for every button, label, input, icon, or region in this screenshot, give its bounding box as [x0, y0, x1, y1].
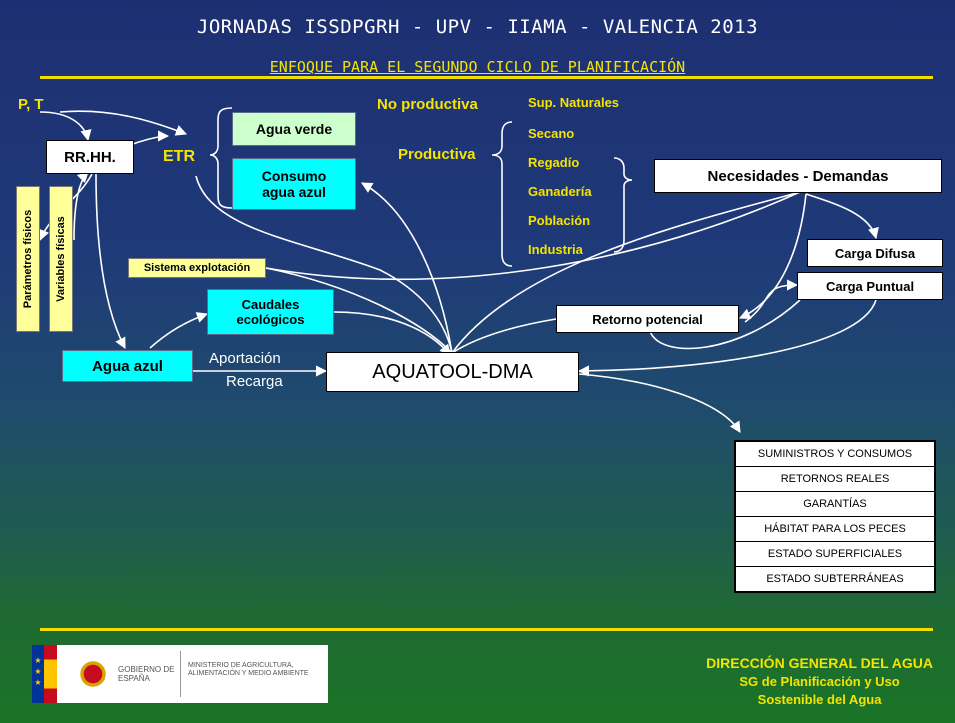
bottom-divider: [40, 628, 933, 631]
arrow-caudales-aquatool: [333, 311, 451, 356]
box-caudales-ecologicos: Caudales ecológicos: [207, 289, 334, 335]
box-agua-verde-label: Agua verde: [255, 121, 333, 137]
footer-line-2: SG de Planificación y Uso: [739, 674, 900, 689]
output-row: ESTADO SUPERFICIALES: [736, 542, 934, 567]
arrow-puntual-aquatool: [577, 299, 877, 377]
top-divider: [40, 76, 933, 79]
coat-of-arms-icon: [78, 657, 108, 691]
box-carga-difusa: Carga Difusa: [807, 239, 943, 267]
label-recarga: Recarga: [226, 373, 283, 390]
brace-productiva: [491, 121, 513, 267]
label-productiva: Productiva: [398, 146, 476, 163]
output-row: HÁBITAT PARA LOS PECES: [736, 517, 934, 542]
box-sistema-explotacion: Sistema explotación: [128, 258, 266, 278]
box-retorno-potencial: Retorno potencial: [556, 305, 739, 333]
output-row: RETORNOS REALES: [736, 467, 934, 492]
arrow-retorno-aquatool: [451, 318, 557, 354]
box-consumo-agua-azul: Consumo agua azul: [232, 158, 356, 210]
box-sistema-label: Sistema explotación: [143, 262, 251, 274]
output-row: GARANTÍAS: [736, 492, 934, 517]
eu-flag: ★★★: [32, 645, 44, 703]
logo-ministerio-text: MINISTERIO DE AGRICULTURA, ALIMENTACIÓN …: [188, 662, 309, 677]
label-pt: P, T: [18, 96, 44, 113]
box-consumo-label-1: Consumo: [261, 168, 327, 184]
arrow-demandas-aquatool: [451, 191, 801, 354]
box-retorno-label: Retorno potencial: [592, 311, 703, 327]
label-sup-naturales: Sup. Naturales: [528, 95, 620, 110]
spain-flag: [44, 645, 57, 703]
brace-uses: [613, 157, 633, 253]
label-etr: ETR: [163, 148, 195, 165]
arrow-pt-etr: [59, 110, 188, 136]
gobierno-logo: ★★★ GOBIERNO DE ESPAÑA MINISTERIO DE AGR…: [32, 645, 328, 703]
outputs-table: SUMINISTROS Y CONSUMOS RETORNOS REALES G…: [734, 440, 936, 593]
box-rrhh-label: RR.HH.: [64, 148, 116, 166]
box-agua-azul-label: Agua azul: [92, 357, 163, 375]
arrow-aquatool-outputs: [578, 373, 741, 433]
slide-subtitle: ENFOQUE PARA EL SEGUNDO CICLO DE PLANIFI…: [269, 58, 686, 76]
box-aquatool-dma: AQUATOOL-DMA: [326, 352, 579, 392]
arrow-retorno-loop: [649, 299, 801, 350]
label-no-productiva: No productiva: [377, 96, 478, 113]
brace-etr: [209, 107, 233, 209]
use-item-poblacion: Población: [528, 213, 591, 228]
box-necesidades-demandas: Necesidades - Demandas: [654, 159, 942, 193]
box-caudales-label-1: Caudales: [241, 297, 300, 312]
use-item-industria: Industria: [528, 242, 583, 257]
vertical-parametros-label: Parámetros físicos: [22, 209, 34, 309]
box-carga-difusa-label: Carga Difusa: [834, 245, 916, 261]
footer-line-1: DIRECCIÓN GENERAL DEL AGUA: [706, 655, 933, 671]
footer-line-3: Sostenible del Agua: [757, 692, 882, 707]
arrow-rrhh-agua-azul: [95, 173, 126, 349]
arrow-demandas-retorno: [738, 193, 807, 319]
output-row: SUMINISTROS Y CONSUMOS: [736, 442, 934, 467]
arrow-sistema-demandas: [265, 191, 801, 280]
use-item-regadio: Regadío: [528, 155, 580, 170]
logo-gobierno-text: GOBIERNO DE ESPAÑA: [118, 665, 175, 683]
arrow-etr-aquatool: [195, 175, 453, 354]
vertical-variables-label: Variables físicas: [55, 216, 67, 302]
box-agua-verde: Agua verde: [232, 112, 356, 146]
arrow-pt-rrhh: [39, 111, 92, 142]
arrow-retorno-puntual: [744, 279, 799, 323]
box-agua-azul: Agua azul: [62, 350, 193, 382]
box-consumo-label-2: agua azul: [262, 184, 326, 200]
use-item-ganaderia: Ganadería: [528, 184, 592, 199]
box-caudales-label-2: ecológicos: [236, 312, 305, 327]
vertical-parametros: Parámetros físicos: [16, 186, 40, 332]
slide-title: JORNADAS ISSDPGRH - UPV - IIAMA - VALENC…: [196, 16, 759, 38]
arrow-demandas-difusa: [805, 193, 879, 240]
arrow-agua-azul-caudales: [149, 312, 209, 349]
vertical-variables: Variables físicas: [49, 186, 73, 332]
logo-separator: [180, 651, 181, 697]
arrow-aquatool-consumo: [361, 182, 453, 354]
label-aportacion: Aportación: [209, 350, 281, 367]
box-rrhh: RR.HH.: [46, 140, 134, 174]
box-necesidades-label: Necesidades - Demandas: [707, 167, 889, 185]
box-aquatool-label: AQUATOOL-DMA: [372, 360, 533, 383]
footer-organization: DIRECCIÓN GENERAL DEL AGUA SG de Planifi…: [706, 655, 933, 707]
box-carga-puntual-label: Carga Puntual: [825, 278, 915, 294]
output-row: ESTADO SUBTERRÁNEAS: [766, 573, 904, 585]
use-item-secano: Secano: [528, 126, 575, 141]
eu-star-icon: ★★★: [34, 656, 42, 687]
box-carga-puntual: Carga Puntual: [797, 272, 943, 300]
arrow-sistema-aquatool: [265, 267, 453, 354]
